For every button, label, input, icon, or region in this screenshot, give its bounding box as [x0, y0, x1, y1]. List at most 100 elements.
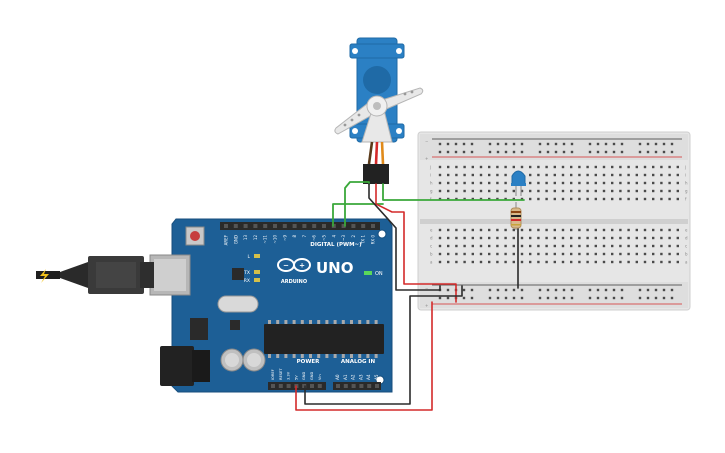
- breadboard-hole[interactable]: [660, 165, 663, 169]
- breadboard-hole[interactable]: [676, 165, 679, 169]
- breadboard-hole[interactable]: [488, 244, 491, 248]
- breadboard-hole[interactable]: [447, 244, 450, 248]
- header-pin[interactable]: [317, 384, 322, 388]
- breadboard-hole[interactable]: [447, 236, 450, 240]
- breadboard-hole[interactable]: [660, 252, 663, 256]
- breadboard-hole[interactable]: [537, 189, 540, 193]
- rail-hole[interactable]: [596, 142, 600, 146]
- breadboard-hole[interactable]: [488, 173, 491, 177]
- breadboard-hole[interactable]: [570, 228, 573, 232]
- breadboard-hole[interactable]: [627, 197, 630, 201]
- breadboard-hole[interactable]: [496, 228, 499, 232]
- header-pin[interactable]: [371, 224, 375, 228]
- breadboard-hole[interactable]: [602, 197, 606, 201]
- breadboard-hole[interactable]: [553, 181, 556, 185]
- breadboard-hole[interactable]: [660, 260, 663, 264]
- breadboard-hole[interactable]: [529, 189, 532, 193]
- breadboard-hole[interactable]: [447, 252, 450, 256]
- rail-hole[interactable]: [620, 288, 624, 292]
- rail-hole[interactable]: [554, 288, 558, 292]
- breadboard-hole[interactable]: [471, 244, 474, 248]
- breadboard-hole[interactable]: [504, 244, 507, 248]
- breadboard-hole[interactable]: [537, 173, 540, 177]
- breadboard-hole[interactable]: [570, 165, 573, 169]
- breadboard-hole[interactable]: [611, 165, 614, 169]
- breadboard-hole[interactable]: [545, 197, 548, 201]
- breadboard-hole[interactable]: [594, 244, 597, 248]
- rail-hole[interactable]: [638, 142, 642, 146]
- rail-hole[interactable]: [554, 296, 558, 300]
- rail-hole[interactable]: [570, 150, 574, 154]
- breadboard-hole[interactable]: [602, 173, 606, 177]
- header-pin[interactable]: [253, 224, 258, 228]
- breadboard-hole[interactable]: [553, 165, 556, 169]
- breadboard-hole[interactable]: [578, 244, 581, 248]
- breadboard-hole[interactable]: [488, 252, 491, 256]
- breadboard-hole[interactable]: [627, 181, 630, 185]
- rail-hole[interactable]: [662, 296, 666, 300]
- breadboard-hole[interactable]: [512, 260, 515, 264]
- breadboard-hole[interactable]: [619, 181, 622, 185]
- breadboard-hole[interactable]: [594, 165, 597, 169]
- breadboard-hole[interactable]: [537, 228, 540, 232]
- breadboard-hole[interactable]: [602, 165, 606, 169]
- breadboard-hole[interactable]: [553, 260, 556, 264]
- breadboard-hole[interactable]: [447, 260, 450, 264]
- breadboard-hole[interactable]: [496, 252, 499, 256]
- breadboard-hole[interactable]: [545, 165, 548, 169]
- breadboard-hole[interactable]: [611, 260, 614, 264]
- breadboard-hole[interactable]: [553, 236, 556, 240]
- breadboard-hole[interactable]: [512, 228, 515, 232]
- breadboard-hole[interactable]: [496, 197, 499, 201]
- rail-hole[interactable]: [446, 296, 450, 300]
- breadboard-hole[interactable]: [504, 165, 507, 169]
- header-pin[interactable]: [336, 384, 340, 388]
- rail-hole[interactable]: [554, 150, 558, 154]
- header-pin[interactable]: [233, 224, 238, 228]
- breadboard-hole[interactable]: [586, 181, 589, 185]
- rail-hole[interactable]: [488, 296, 492, 300]
- breadboard-hole[interactable]: [668, 173, 671, 177]
- rail-hole[interactable]: [438, 296, 442, 300]
- breadboard-hole[interactable]: [529, 228, 532, 232]
- breadboard-hole[interactable]: [627, 260, 630, 264]
- breadboard-hole[interactable]: [537, 244, 540, 248]
- rail-hole[interactable]: [488, 288, 492, 292]
- breadboard-hole[interactable]: [471, 236, 474, 240]
- breadboard-hole[interactable]: [496, 260, 499, 264]
- rail-hole[interactable]: [538, 288, 542, 292]
- rail-hole[interactable]: [562, 288, 566, 292]
- breadboard-hole[interactable]: [438, 244, 442, 248]
- breadboard-hole[interactable]: [578, 197, 581, 201]
- rail-hole[interactable]: [520, 150, 524, 154]
- rail-hole[interactable]: [638, 288, 642, 292]
- breadboard-hole[interactable]: [594, 228, 597, 232]
- rail-hole[interactable]: [646, 288, 650, 292]
- breadboard-hole[interactable]: [520, 165, 524, 169]
- breadboard-hole[interactable]: [561, 181, 565, 185]
- breadboard-hole[interactable]: [479, 197, 483, 201]
- rail-hole[interactable]: [554, 142, 558, 146]
- rail-hole[interactable]: [638, 150, 642, 154]
- rail-hole[interactable]: [546, 296, 550, 300]
- rail-hole[interactable]: [654, 150, 658, 154]
- breadboard-hole[interactable]: [447, 181, 450, 185]
- breadboard-hole[interactable]: [447, 228, 450, 232]
- breadboard-hole[interactable]: [471, 252, 474, 256]
- breadboard-hole[interactable]: [455, 197, 458, 201]
- breadboard-hole[interactable]: [463, 244, 466, 248]
- header-pin[interactable]: [302, 224, 307, 228]
- breadboard-hole[interactable]: [488, 260, 491, 264]
- header-pin[interactable]: [359, 384, 364, 388]
- breadboard-hole[interactable]: [594, 260, 597, 264]
- rail-hole[interactable]: [646, 296, 650, 300]
- breadboard-hole[interactable]: [438, 197, 442, 201]
- breadboard-hole[interactable]: [545, 252, 548, 256]
- breadboard-hole[interactable]: [561, 252, 565, 256]
- breadboard-hole[interactable]: [652, 260, 655, 264]
- breadboard-hole[interactable]: [504, 189, 507, 193]
- breadboard-hole[interactable]: [455, 165, 458, 169]
- breadboard-hole[interactable]: [611, 228, 614, 232]
- rail-hole[interactable]: [604, 150, 608, 154]
- breadboard-hole[interactable]: [529, 165, 532, 169]
